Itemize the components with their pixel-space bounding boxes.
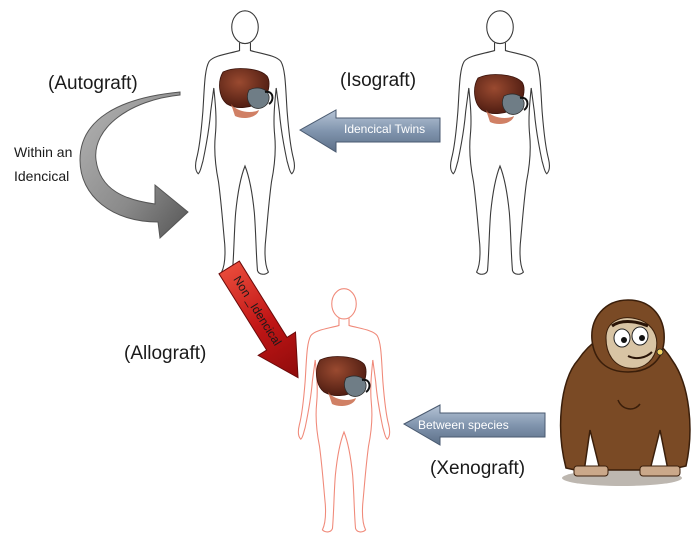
human-figure-autograft [196,11,295,274]
within-line-2: Idencical [14,164,72,188]
allograft-label: (Allograft) [124,343,206,365]
xenograft-label: (Xenograft) [430,458,525,480]
isograft-label: (Isograft) [340,70,416,92]
identical-twins-text: Idencical Twins [344,122,425,136]
gorilla-illustration [561,300,690,486]
liver-organs-top [220,69,273,118]
curved-arrow [80,92,188,238]
within-identical-note: Within an Idencical [14,140,72,188]
human-figure-allograft [298,289,389,532]
liver-organs-bottom [317,357,370,406]
between-species-text: Between species [418,418,509,432]
autograft-label: (Autograft) [48,73,138,95]
liver-organs-right [475,75,528,124]
human-figure-isograft [451,11,550,274]
within-line-1: Within an [14,140,72,164]
